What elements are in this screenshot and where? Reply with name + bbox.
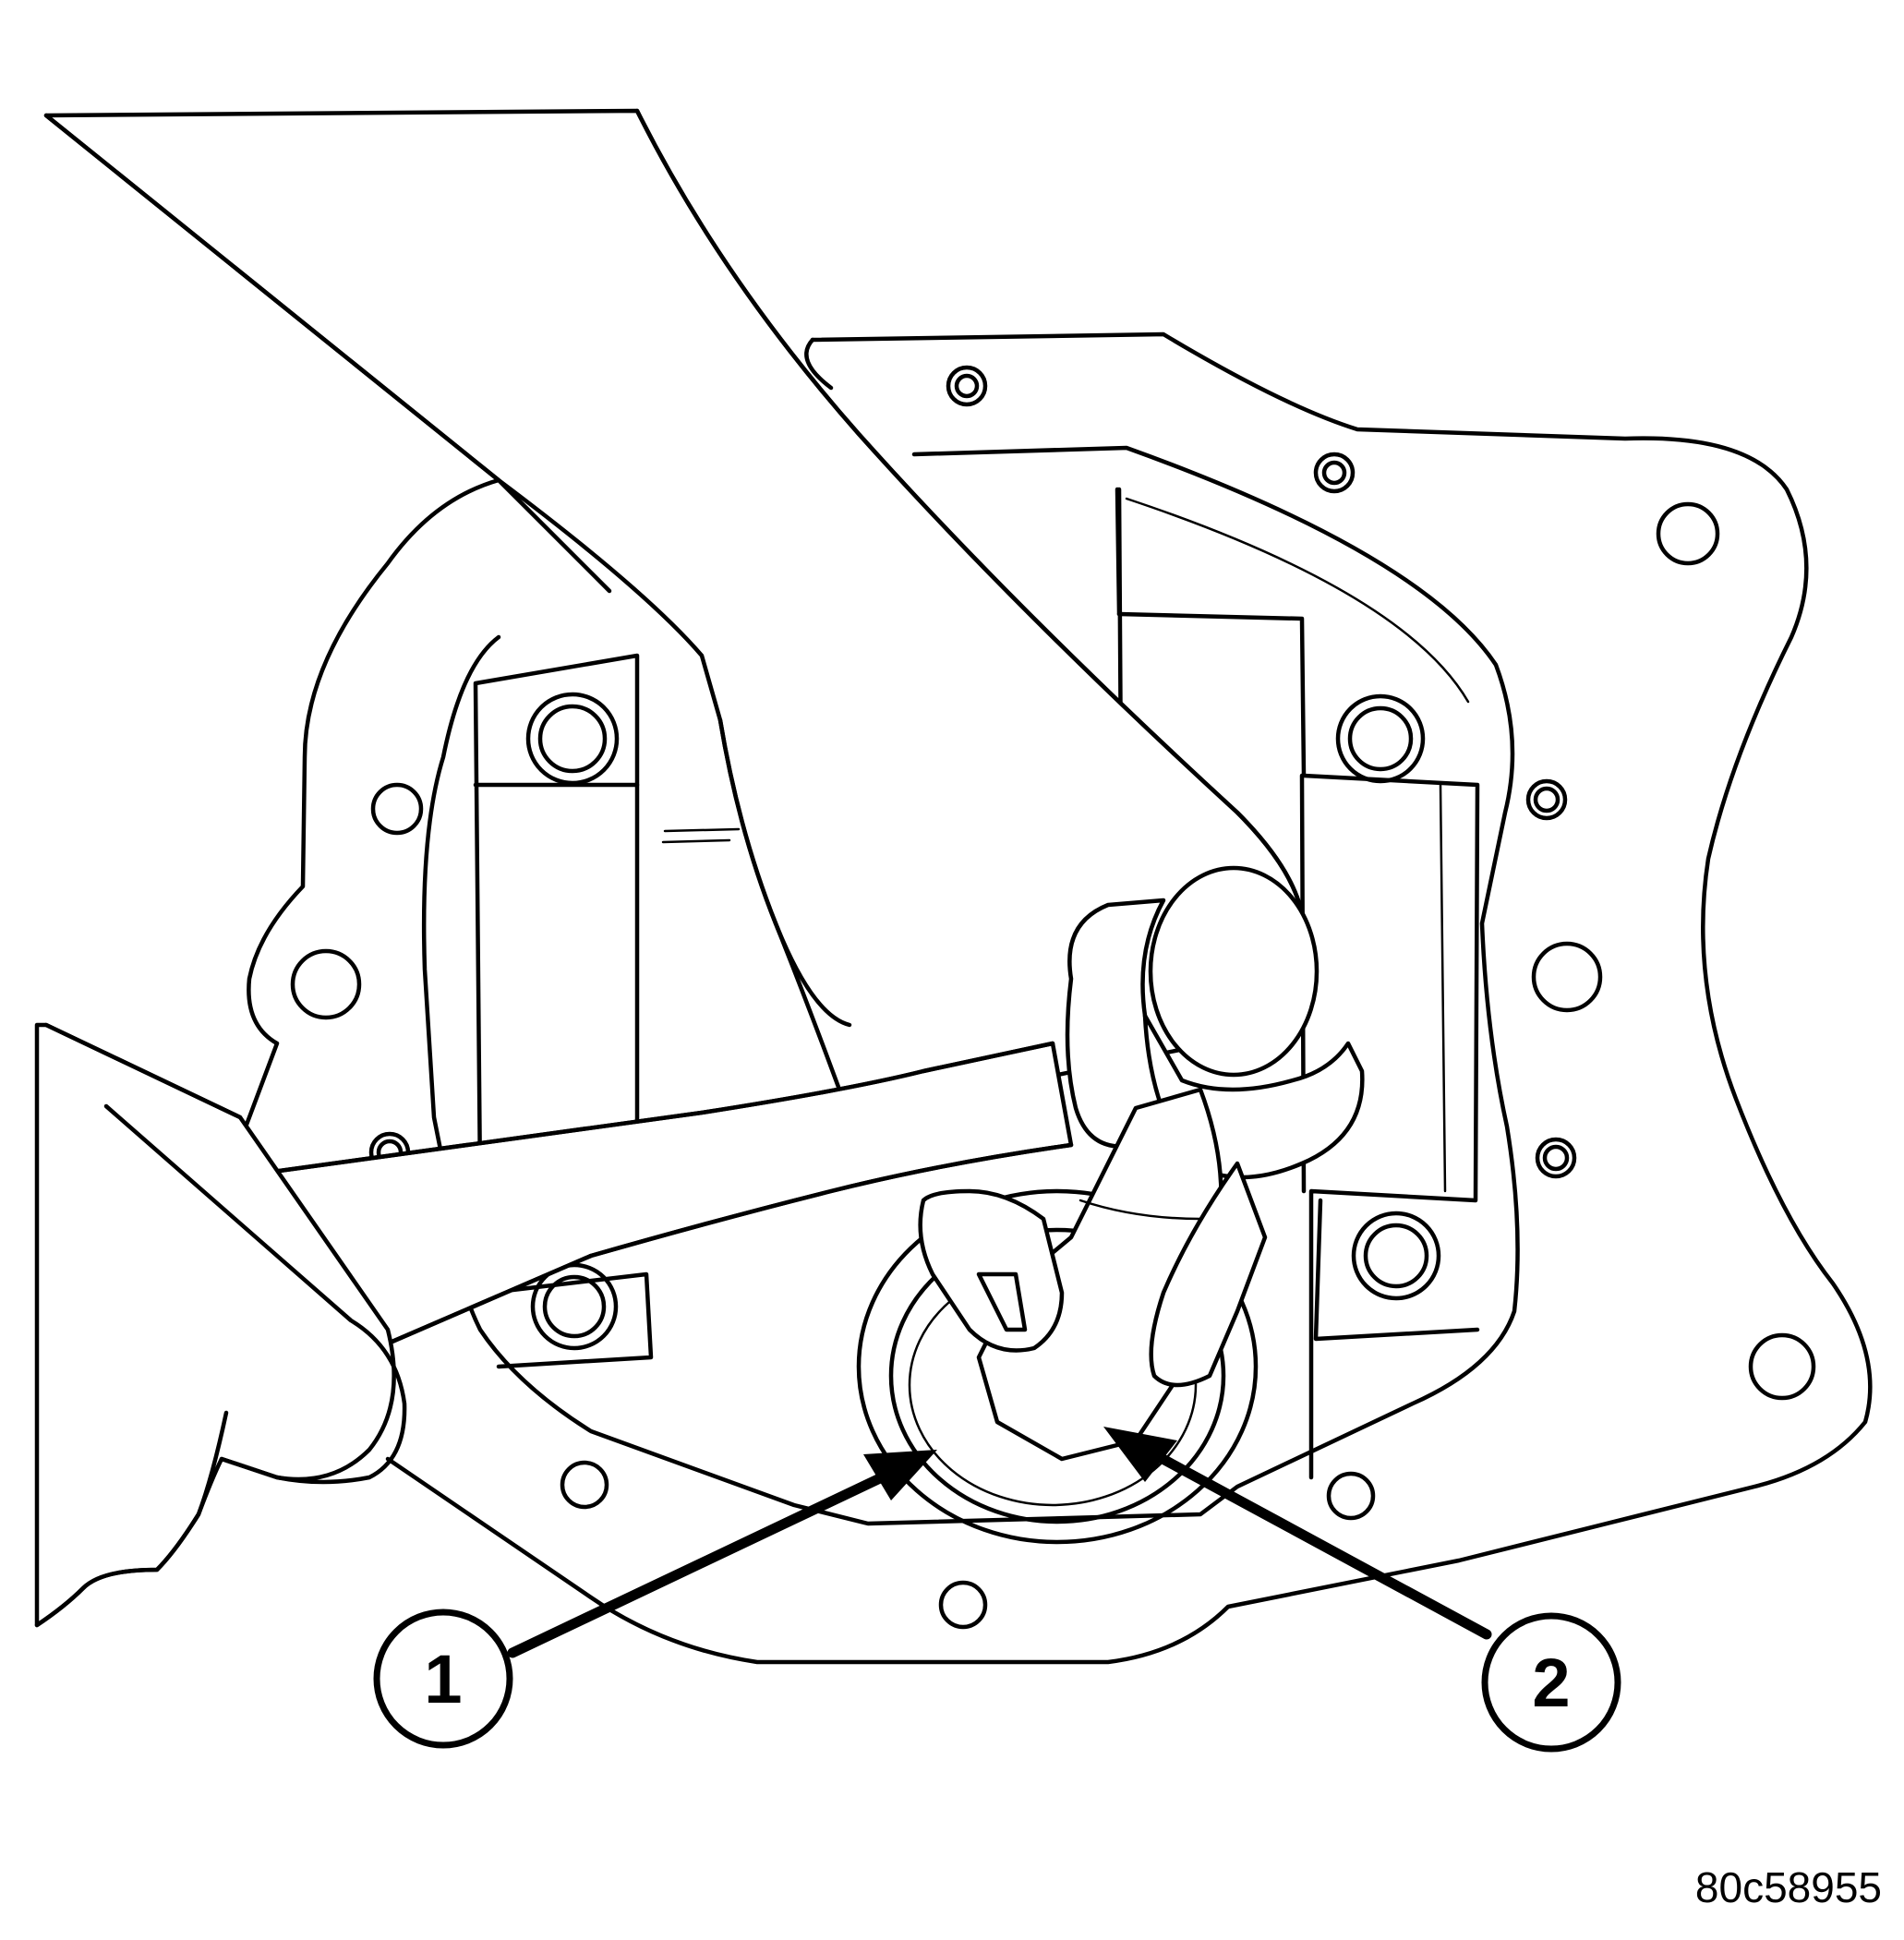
inner-recess <box>421 445 1520 1526</box>
housing-flange <box>235 331 1873 1665</box>
hand-icon <box>918 1161 1268 1388</box>
callout-2-leader <box>1103 1427 1492 1640</box>
hammer-handle <box>210 1041 1074 1346</box>
callout-1-label: 1 <box>424 1641 462 1717</box>
callout-1-leader <box>507 1450 937 1658</box>
hammer-icon <box>976 865 1365 1462</box>
callout-2-label: 2 <box>1532 1645 1570 1721</box>
figure-id-label: 80c58955 <box>1694 1863 1882 1911</box>
flange-bolt-holes <box>290 365 1816 1630</box>
callout-1: 1 <box>373 1609 513 1749</box>
callout-2: 2 <box>1481 1612 1621 1753</box>
left-hand <box>34 1022 407 1628</box>
